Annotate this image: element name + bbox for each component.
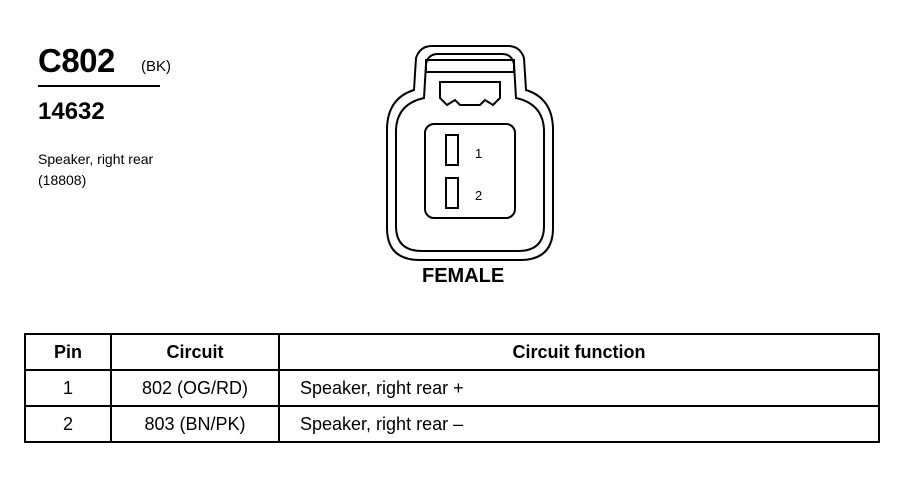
cell-circuit-function: Speaker, right rear –	[278, 405, 880, 443]
connector-face-diagram: 1 2	[386, 45, 554, 261]
header-pin: Pin	[24, 333, 112, 371]
cell-circuit: 802 (OG/RD)	[110, 369, 280, 407]
pin-table: Pin Circuit Circuit function 1 802 (OG/R…	[24, 333, 880, 443]
cell-circuit-function: Speaker, right rear +	[278, 369, 880, 407]
cell-pin: 1	[24, 369, 112, 407]
locking-tab-frame	[425, 59, 515, 73]
description-line-2: (18808)	[38, 172, 87, 188]
header-circuit: Circuit	[110, 333, 280, 371]
pin-2-cavity	[445, 177, 459, 209]
cell-pin: 2	[24, 405, 112, 443]
locking-tab	[439, 81, 501, 107]
description-line-1: Speaker, right rear	[38, 151, 154, 167]
header-circuit-function: Circuit function	[278, 333, 880, 371]
table-row: 2 803 (BN/PK) Speaker, right rear –	[24, 405, 880, 443]
connector-body	[424, 123, 516, 219]
table-row: 1 802 (OG/RD) Speaker, right rear +	[24, 369, 880, 407]
pin-1-label: 1	[475, 146, 482, 161]
connector-inner-shell	[395, 53, 545, 252]
title-divider	[38, 85, 160, 87]
connector-gender-label: FEMALE	[422, 265, 505, 287]
connector-color-code: (BK)	[141, 58, 171, 75]
cell-circuit: 803 (BN/PK)	[110, 405, 280, 443]
connector-id: C802	[38, 42, 115, 79]
pin-2-label: 2	[475, 188, 482, 203]
pin-1-cavity	[445, 134, 459, 166]
part-number: 14632	[38, 98, 105, 125]
connector-description: Speaker, right rear (18808)	[38, 149, 153, 191]
table-header-row: Pin Circuit Circuit function	[24, 333, 880, 371]
connector-outer-shell	[386, 45, 554, 261]
